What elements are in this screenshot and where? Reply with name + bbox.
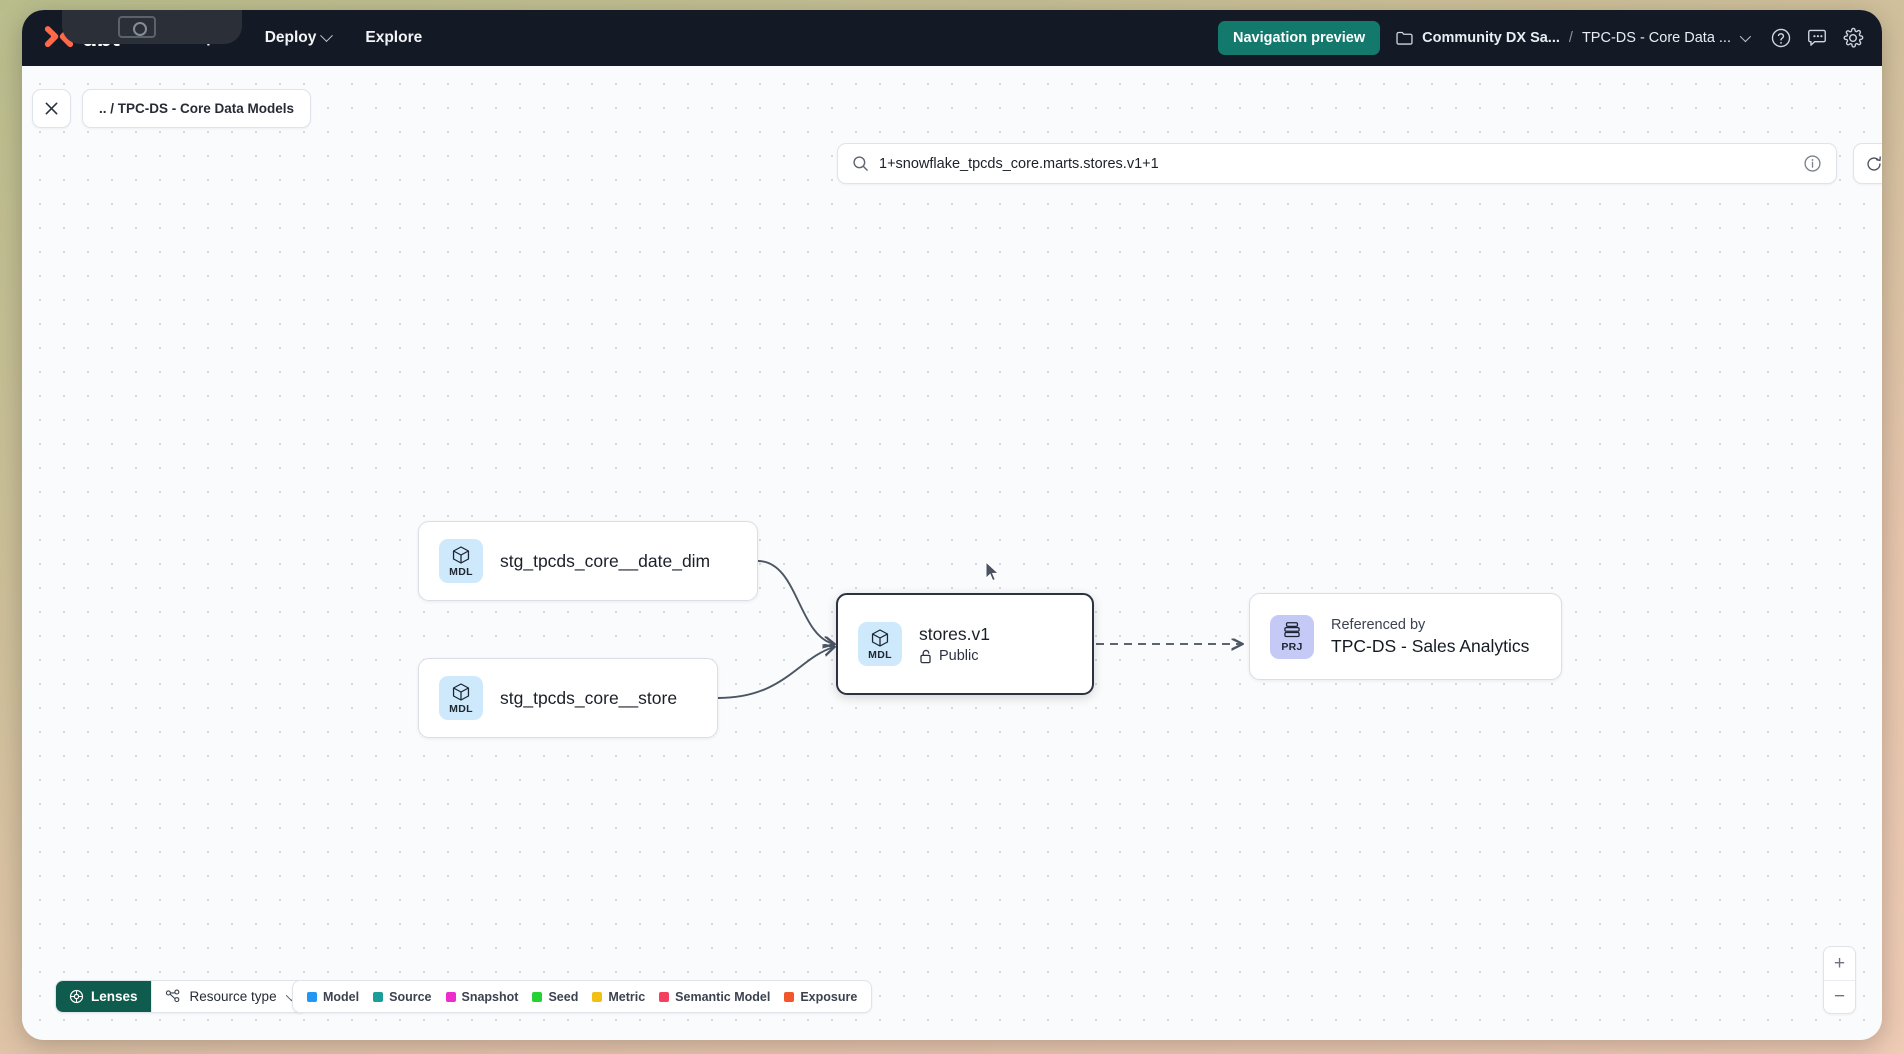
model-badge: MDL xyxy=(439,676,483,720)
node-access-label: Public xyxy=(939,648,979,664)
stack-icon xyxy=(1284,622,1300,638)
close-lineage-button[interactable] xyxy=(32,89,71,128)
refresh-icon xyxy=(1866,155,1881,171)
chevron-down-icon[interactable] xyxy=(1739,30,1752,43)
breadcrumb-separator: / xyxy=(1568,30,1573,46)
lenses-control-group: Lenses Resource type xyxy=(55,980,308,1013)
legend-label: Seed xyxy=(548,989,579,1004)
chevron-down-icon xyxy=(320,28,334,42)
node-label: TPC-DS - Sales Analytics xyxy=(1331,635,1530,656)
zoom-out-button[interactable]: − xyxy=(1824,980,1855,1013)
legend-item-source[interactable]: Source xyxy=(373,989,432,1004)
zoom-in-button[interactable]: + xyxy=(1833,952,1846,974)
lenses-button[interactable]: Lenses xyxy=(56,981,151,1012)
feedback-icon[interactable] xyxy=(1806,27,1828,49)
topbar-icon-group xyxy=(1770,27,1864,49)
navigation-preview-button[interactable]: Navigation preview xyxy=(1217,21,1381,55)
legend-label: Metric xyxy=(608,989,646,1004)
nav-item-deploy[interactable]: Deploy xyxy=(263,23,334,53)
gear-icon[interactable] xyxy=(1842,27,1864,49)
info-icon[interactable] xyxy=(1803,154,1822,173)
model-badge-label: MDL xyxy=(868,648,892,661)
edge-date-dim-to-stores xyxy=(757,560,834,644)
node-body: Referenced by TPC-DS - Sales Analytics xyxy=(1331,617,1529,657)
unlock-icon xyxy=(920,649,931,663)
help-circle-icon[interactable] xyxy=(1770,27,1792,49)
legend-label: Semantic Model xyxy=(675,989,771,1004)
node-access: Public xyxy=(919,648,990,664)
resource-type-icon xyxy=(165,989,179,1003)
model-badge-label: MDL xyxy=(449,565,473,578)
account-project-breadcrumb: Community DX Sa... / TPC-DS - Core Data … xyxy=(1396,30,1752,46)
legend-item-seed[interactable]: Seed xyxy=(532,990,578,1004)
breadcrumb-account[interactable]: Community DX Sa... xyxy=(1422,30,1560,46)
legend-item-model[interactable]: Model xyxy=(307,990,359,1004)
lens-icon xyxy=(69,989,84,1004)
node-title: stores.v1 xyxy=(919,624,990,644)
legend-label: Model xyxy=(323,989,360,1004)
lineage-graph: MDL stg_tpcds_core__date_dim MDL stg_tpc… xyxy=(22,66,1882,1040)
search-input[interactable] xyxy=(879,155,1793,172)
lineage-edges xyxy=(717,560,1882,699)
node-label: stg_tpcds_core__store xyxy=(500,687,678,708)
model-badge-label: MDL xyxy=(449,702,473,715)
node-body: stores.v1 Public xyxy=(919,624,990,664)
node-label: stg_tpcds_core__date_dim xyxy=(500,550,711,571)
legend-swatch xyxy=(784,991,795,1002)
model-badge: MDL xyxy=(439,539,483,583)
nav-item-deploy-label: Deploy xyxy=(264,29,317,46)
breadcrumb-project[interactable]: TPC-DS - Core Data ... xyxy=(1581,30,1731,46)
project-badge-label: PRJ xyxy=(1281,641,1303,653)
graph-node-stg-tpcds-core-store[interactable]: MDL stg_tpcds_core__store xyxy=(418,658,718,738)
lineage-canvas[interactable]: .. / TPC-DS - Core Data Models xyxy=(22,66,1882,1040)
node-kicker: Referenced by xyxy=(1331,616,1426,633)
legend-swatch xyxy=(445,991,456,1002)
top-navigation-bar: dbt Develop Deploy Explore Navigation pr… xyxy=(22,10,1882,66)
graph-node-stg-tpcds-core-date-dim[interactable]: MDL stg_tpcds_core__date_dim xyxy=(418,521,758,601)
webcam-icon xyxy=(118,16,156,38)
cube-icon xyxy=(871,628,889,647)
nav-item-explore-label: Explore xyxy=(365,29,423,46)
legend-swatch xyxy=(532,991,543,1002)
legend-item-metric[interactable]: Metric xyxy=(592,990,645,1004)
refresh-lineage-button[interactable] xyxy=(1853,143,1882,184)
zoom-controls: + − xyxy=(1823,946,1856,1014)
cube-icon xyxy=(452,682,470,701)
legend-swatch xyxy=(592,991,603,1002)
legend-item-exposure[interactable]: Exposure xyxy=(784,990,857,1004)
model-badge: MDL xyxy=(858,622,902,666)
device-frame: dbt Develop Deploy Explore Navigation pr… xyxy=(22,10,1882,1040)
legend-label: Source xyxy=(389,989,432,1004)
nav-item-explore[interactable]: Explore xyxy=(363,23,424,53)
edge-store-to-stores xyxy=(717,647,834,699)
device-notch xyxy=(62,10,242,44)
lineage-search-bar[interactable] xyxy=(837,143,1837,184)
resource-type-legend: Model Source Snapshot Seed Metric Semant… xyxy=(292,980,873,1013)
legend-swatch xyxy=(659,991,670,1002)
resource-type-label: Resource type xyxy=(189,989,277,1004)
graph-node-tpc-ds-sales-analytics[interactable]: PRJ Referenced by TPC-DS - Sales Analyti… xyxy=(1249,593,1562,680)
legend-label: Snapshot xyxy=(461,989,519,1004)
resource-type-filter-button[interactable]: Resource type xyxy=(150,981,307,1012)
folder-icon xyxy=(1396,31,1413,45)
lenses-button-label: Lenses xyxy=(91,989,138,1004)
project-breadcrumb-pill[interactable]: .. / TPC-DS - Core Data Models xyxy=(82,89,312,128)
graph-node-stores-v1[interactable]: MDL stores.v1 Public xyxy=(836,593,1094,695)
legend-item-semantic-model[interactable]: Semantic Model xyxy=(659,990,770,1004)
search-icon xyxy=(853,156,868,171)
legend-swatch xyxy=(373,991,384,1002)
legend-label: Exposure xyxy=(800,989,858,1004)
cube-icon xyxy=(452,545,470,564)
legend-swatch xyxy=(307,991,317,1002)
close-icon xyxy=(45,102,58,115)
topbar-right-group: Navigation preview Community DX Sa... / … xyxy=(1217,21,1864,55)
project-badge: PRJ xyxy=(1270,614,1314,659)
legend-item-snapshot[interactable]: Snapshot xyxy=(445,989,519,1004)
